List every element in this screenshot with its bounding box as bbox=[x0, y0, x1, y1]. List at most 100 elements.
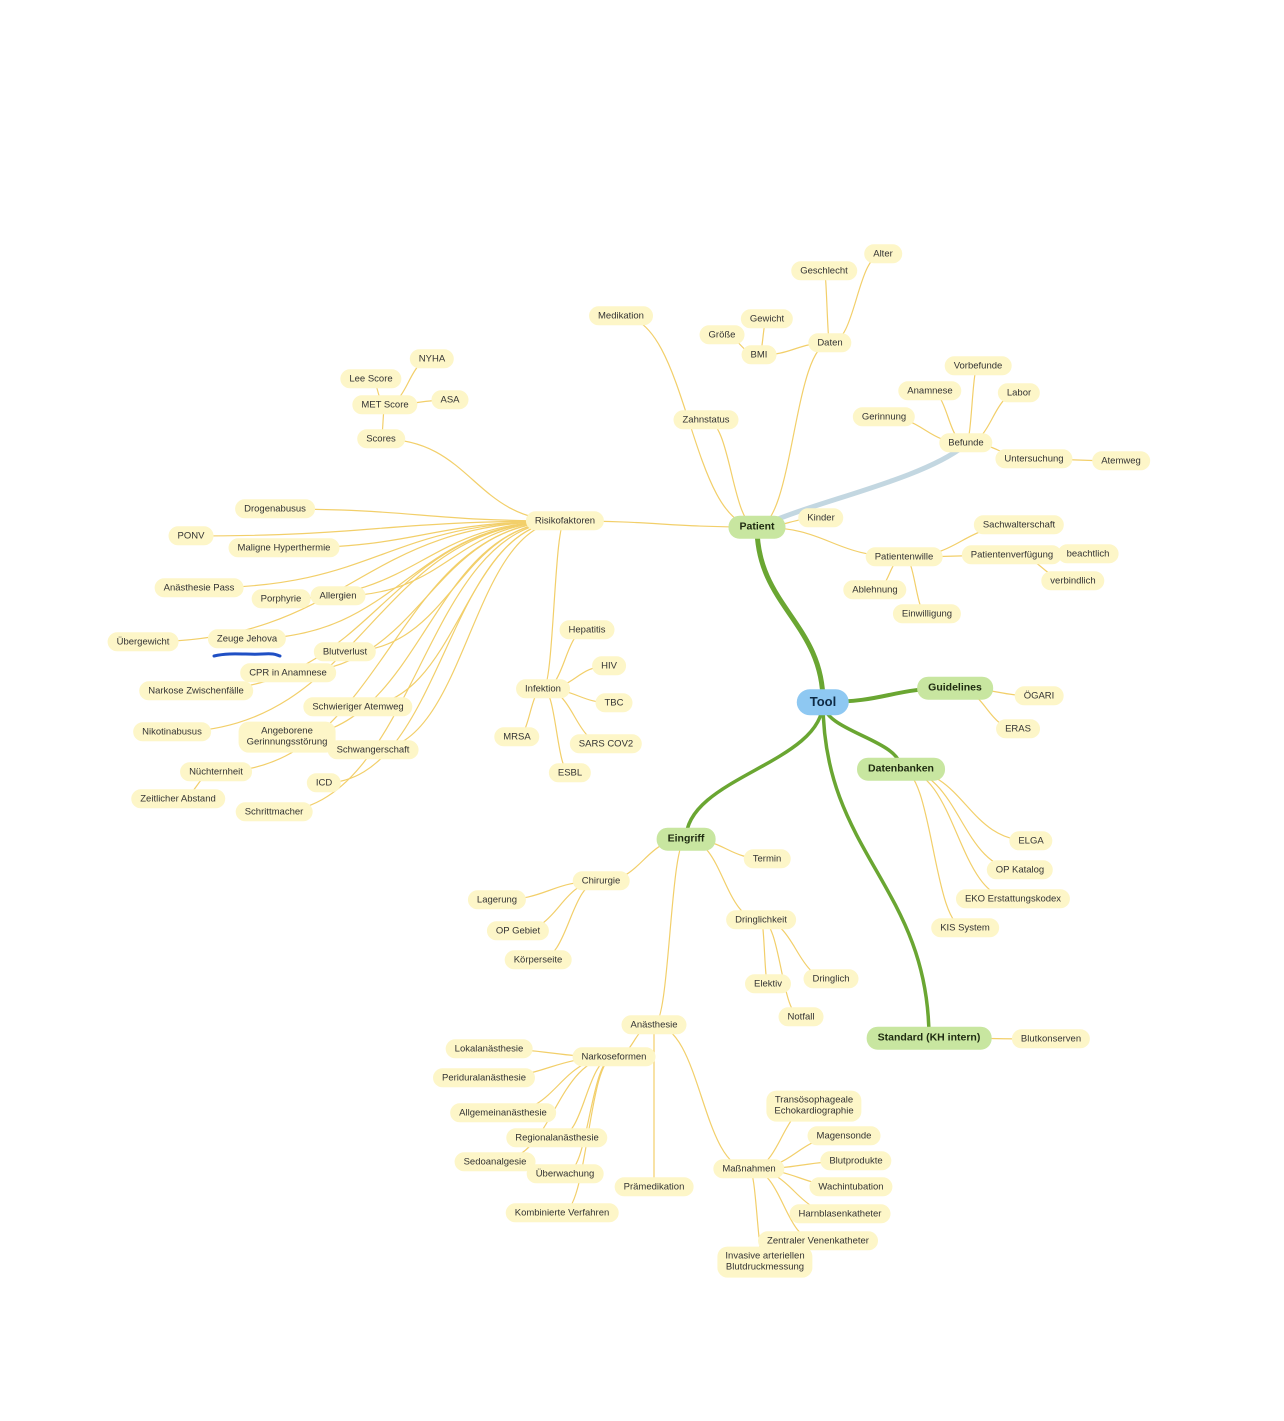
node-icd[interactable]: ICD bbox=[306, 773, 342, 793]
node-eras[interactable]: ERAS bbox=[996, 719, 1040, 739]
node-regionalanaesthesie[interactable]: Regionalanästhesie bbox=[506, 1128, 608, 1148]
node-sedoanalgesie[interactable]: Sedoanalgesie bbox=[454, 1152, 536, 1172]
node-guidelines[interactable]: Guidelines bbox=[917, 676, 993, 700]
node-ablehnung[interactable]: Ablehnung bbox=[843, 580, 907, 600]
node-elektiv[interactable]: Elektiv bbox=[745, 974, 791, 994]
node-op-katalog[interactable]: OP Katalog bbox=[986, 860, 1054, 880]
node-patientenwille[interactable]: Patientenwille bbox=[865, 547, 943, 567]
edge-risikofaktoren-nuechtern bbox=[215, 520, 566, 773]
edge-risikofaktoren-drogenabusus bbox=[274, 508, 566, 522]
node-blutverlust[interactable]: Blutverlust bbox=[313, 642, 377, 662]
node-harnblasenkatheter[interactable]: Harnblasenkatheter bbox=[789, 1204, 891, 1224]
node-praemedikation[interactable]: Prämedikation bbox=[614, 1177, 694, 1197]
node-lee-score[interactable]: Lee Score bbox=[340, 369, 402, 389]
node-tbc[interactable]: TBC bbox=[595, 693, 633, 713]
node-patient[interactable]: Patient bbox=[728, 515, 786, 539]
node-verbindlich[interactable]: verbindlich bbox=[1041, 571, 1105, 591]
node-mrsa[interactable]: MRSA bbox=[494, 727, 540, 747]
node-zahnstatus[interactable]: Zahnstatus bbox=[673, 410, 739, 430]
node-anaesthesie[interactable]: Anästhesie bbox=[621, 1015, 687, 1035]
node-nyha[interactable]: NYHA bbox=[409, 349, 455, 369]
node-allergien[interactable]: Allergien bbox=[310, 586, 366, 606]
node-anamnese[interactable]: Anamnese bbox=[898, 381, 962, 401]
node-geschlecht[interactable]: Geschlecht bbox=[791, 261, 857, 281]
node-lokalanaesthesie[interactable]: Lokalanästhesie bbox=[445, 1039, 533, 1059]
node-standard-kh-intern[interactable]: Standard (KH intern) bbox=[866, 1026, 992, 1050]
node-oegari[interactable]: ÖGARI bbox=[1014, 686, 1064, 706]
node-porphyrie[interactable]: Porphyrie bbox=[251, 589, 311, 609]
node-beachtlich[interactable]: beachtlich bbox=[1057, 544, 1119, 564]
node-magensonde[interactable]: Magensonde bbox=[807, 1126, 881, 1146]
node-hiv[interactable]: HIV bbox=[592, 656, 626, 676]
node-ueberwachung[interactable]: Überwachung bbox=[526, 1164, 604, 1184]
node-op-gebiet[interactable]: OP Gebiet bbox=[486, 921, 550, 941]
edge-risikofaktoren-nikotin bbox=[171, 520, 566, 733]
node-zeitlicher-abstand[interactable]: Zeitlicher Abstand bbox=[131, 789, 225, 809]
node-datenbanken[interactable]: Datenbanken bbox=[857, 757, 945, 781]
node-dringlich[interactable]: Dringlich bbox=[803, 969, 859, 989]
node-nuechternheit[interactable]: Nüchternheit bbox=[180, 762, 252, 782]
node-vorbefunde[interactable]: Vorbefunde bbox=[944, 356, 1012, 376]
node-scores[interactable]: Scores bbox=[357, 429, 405, 449]
edge-patient-daten bbox=[756, 342, 831, 528]
node-narkose-zwischenfaelle[interactable]: Narkose Zwischenfälle bbox=[139, 681, 253, 701]
node-asa[interactable]: ASA bbox=[431, 390, 469, 410]
node-nikotinabusus[interactable]: Nikotinabusus bbox=[133, 722, 211, 742]
node-einwilligung[interactable]: Einwilligung bbox=[892, 604, 962, 624]
node-chirurgie[interactable]: Chirurgie bbox=[572, 871, 630, 891]
node-groesse[interactable]: Größe bbox=[699, 325, 745, 345]
node-cpr-in-anamnese[interactable]: CPR in Anamnese bbox=[240, 663, 336, 683]
node-esbl[interactable]: ESBL bbox=[548, 763, 592, 783]
node-kinder[interactable]: Kinder bbox=[798, 508, 844, 528]
node-ponv[interactable]: PONV bbox=[168, 526, 214, 546]
node-massnahmen[interactable]: Maßnahmen bbox=[713, 1159, 785, 1179]
node-patientenverfuegung[interactable]: Patientenverfügung bbox=[961, 545, 1063, 565]
node-schwangerschaft[interactable]: Schwangerschaft bbox=[327, 740, 419, 760]
node-drogenabusus[interactable]: Drogenabusus bbox=[235, 499, 315, 519]
node-eko-erstattungskodex[interactable]: EKO Erstattungskodex bbox=[955, 889, 1071, 909]
node-met-score[interactable]: MET Score bbox=[352, 395, 418, 415]
node-risikofaktoren[interactable]: Risikofaktoren bbox=[525, 511, 605, 531]
node-kombinierte-verfahren[interactable]: Kombinierte Verfahren bbox=[505, 1203, 619, 1223]
node-schrittmacher[interactable]: Schrittmacher bbox=[235, 802, 313, 822]
node-maligne-hyperthermie[interactable]: Maligne Hyperthermie bbox=[228, 538, 340, 558]
node-atemweg[interactable]: Atemweg bbox=[1092, 451, 1150, 471]
node-eingriff[interactable]: Eingriff bbox=[656, 827, 716, 851]
node-infektion[interactable]: Infektion bbox=[516, 679, 570, 699]
node-hepatitis[interactable]: Hepatitis bbox=[559, 620, 615, 640]
node-bmi[interactable]: BMI bbox=[741, 345, 777, 365]
node-tool[interactable]: Tool bbox=[796, 689, 850, 715]
node-kis-system[interactable]: KIS System bbox=[931, 918, 999, 938]
node-schwieriger-atemweg[interactable]: Schwieriger Atemweg bbox=[303, 697, 413, 717]
node-zeuge-jehova[interactable]: Zeuge Jehova bbox=[207, 629, 287, 649]
node-anaesthesie-pass[interactable]: Anästhesie Pass bbox=[154, 578, 244, 598]
node-narkoseformen[interactable]: Narkoseformen bbox=[572, 1047, 656, 1067]
node-daten[interactable]: Daten bbox=[808, 333, 852, 353]
node-wachintubation[interactable]: Wachintubation bbox=[809, 1177, 893, 1197]
node-periduralanaesthesie[interactable]: Periduralanästhesie bbox=[433, 1068, 535, 1088]
node-angeborene-gerinnungsstoerung[interactable]: Angeborene Gerinnungsstörung bbox=[238, 721, 336, 753]
node-allgemeinanaesthesie[interactable]: Allgemeinanästhesie bbox=[450, 1103, 556, 1123]
node-elga[interactable]: ELGA bbox=[1009, 831, 1053, 851]
node-notfall[interactable]: Notfall bbox=[778, 1007, 824, 1027]
node-dringlichkeit[interactable]: Dringlichkeit bbox=[726, 910, 796, 930]
node-sachwalterschaft[interactable]: Sachwalterschaft bbox=[973, 515, 1065, 535]
node-medikation[interactable]: Medikation bbox=[589, 306, 653, 326]
node-gewicht[interactable]: Gewicht bbox=[740, 309, 794, 329]
node-uebergewicht[interactable]: Übergewicht bbox=[107, 632, 179, 652]
node-blutkonserven[interactable]: Blutkonserven bbox=[1011, 1029, 1091, 1049]
node-termin[interactable]: Termin bbox=[743, 849, 791, 869]
node-blutprodukte[interactable]: Blutprodukte bbox=[820, 1151, 892, 1171]
node-untersuchung[interactable]: Untersuchung bbox=[995, 449, 1073, 469]
node-alter[interactable]: Alter bbox=[864, 244, 902, 264]
node-sars-cov2[interactable]: SARS COV2 bbox=[569, 734, 643, 754]
node-befunde[interactable]: Befunde bbox=[939, 433, 993, 453]
node-invasive-arterielle-blutdruckmessung[interactable]: Invasive arteriellen Blutdruckmessung bbox=[717, 1246, 813, 1278]
node-lagerung[interactable]: Lagerung bbox=[467, 890, 527, 910]
node-zentraler-venenkatheter[interactable]: Zentraler Venenkatheter bbox=[758, 1231, 878, 1251]
node-transoesophageale-echokardiographie[interactable]: Transösophageale Echokardiographie bbox=[766, 1090, 862, 1122]
node-gerinnung[interactable]: Gerinnung bbox=[852, 407, 916, 427]
node-labor[interactable]: Labor bbox=[997, 383, 1041, 403]
node-koerperseite[interactable]: Körperseite bbox=[504, 950, 572, 970]
